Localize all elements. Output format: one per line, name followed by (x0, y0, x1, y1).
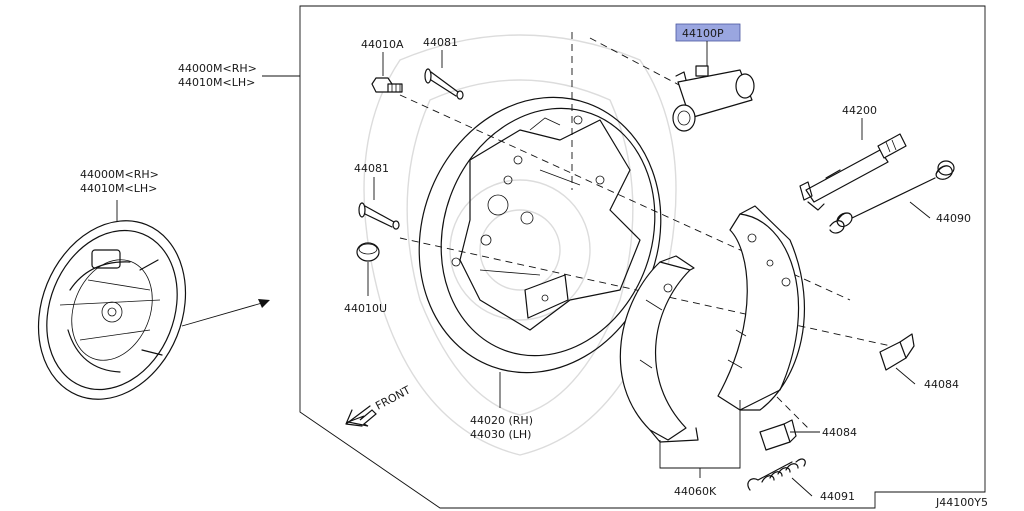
assembled-brake-thumbnail: 44000M<RH> 44010M<LH> (37, 168, 187, 400)
retainer-clip-lower: 44084 (759, 419, 857, 451)
brake-shoe-right (717, 205, 806, 411)
wheel-cylinder-part: 44100P (672, 23, 755, 132)
assembly-boundary (299, 5, 986, 509)
brake-backing-plate: 44020 (RH) 44030 (LH) (418, 96, 662, 441)
hold-down-pin-top: 44081 (423, 36, 464, 100)
brake-shoe-left (619, 255, 699, 443)
label-44010a: 44010A (361, 38, 404, 51)
assembly-callout-main: 44000M<RH> 44010M<LH> (178, 62, 300, 89)
figure-id: J44100Y5 (935, 496, 988, 509)
lower-return-spring: 44091 (747, 458, 855, 503)
label-44030-lh: 44030 (LH) (470, 428, 531, 441)
adjuster-part: 44200 (799, 104, 907, 211)
label-44020-rh: 44020 (RH) (470, 414, 533, 427)
label-44091: 44091 (820, 490, 855, 503)
label-44084-lower: 44084 (822, 426, 857, 439)
label-44100p: 44100P (682, 27, 724, 40)
label-44084-right: 44084 (924, 378, 959, 391)
front-label: FRONT (373, 383, 413, 412)
label-44000m-rh-thumb: 44000M<RH> (80, 168, 159, 181)
label-44200: 44200 (842, 104, 877, 117)
upper-return-spring: 44090 (829, 160, 971, 234)
assembly-arrow (181, 299, 270, 327)
label-44010m-lh-main: 44010M<LH> (178, 76, 255, 89)
bolt-part: 44010A (361, 38, 404, 93)
shoe-kit-bracket: 44060K (659, 400, 741, 498)
plug-cap: 44010U (344, 242, 387, 315)
label-44090: 44090 (936, 212, 971, 225)
label-44010u: 44010U (344, 302, 387, 315)
front-direction-indicator: FRONT (345, 383, 413, 427)
label-44081-mid: 44081 (354, 162, 389, 175)
label-44081-top: 44081 (423, 36, 458, 49)
watermark-emblem (363, 34, 677, 456)
highlight-box-44100p (675, 23, 741, 42)
label-44010m-lh-thumb: 44010M<LH> (80, 182, 157, 195)
label-44060k: 44060K (674, 485, 717, 498)
label-44000m-rh-main: 44000M<RH> (178, 62, 257, 75)
retainer-clip-right: 44084 (879, 333, 959, 391)
hold-down-pin-middle: 44081 (354, 162, 400, 230)
